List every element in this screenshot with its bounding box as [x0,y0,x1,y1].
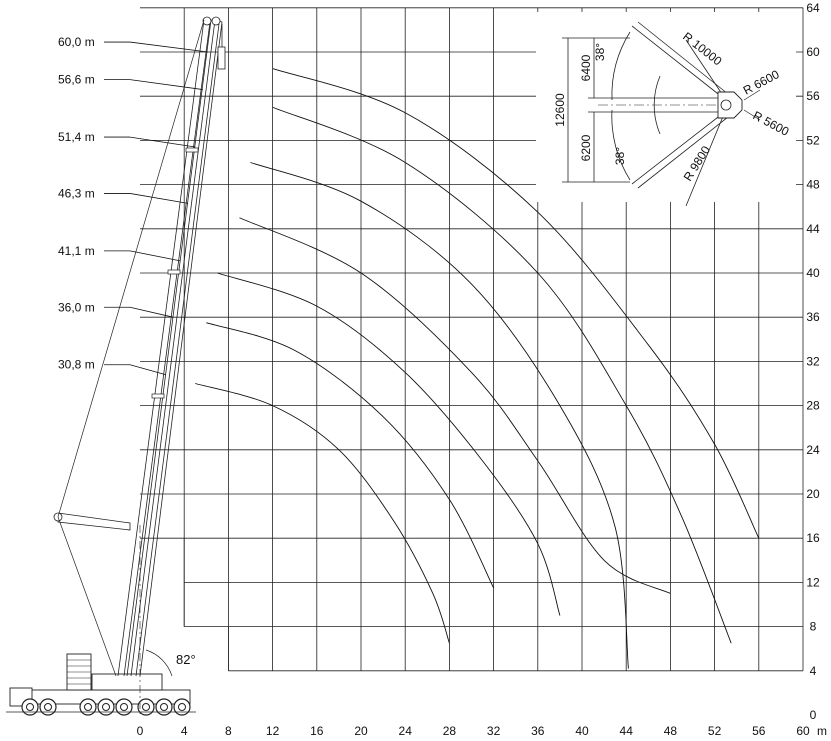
boom-length-leader-b-5 [129,306,174,318]
x-tick-label-10: 40 [575,724,589,738]
y-tick-label-3: 12 [806,575,820,589]
boom-length-label-1: 56,6 m [58,73,95,87]
x-tick-label-13: 52 [708,724,722,738]
y-tick-label-4: 16 [806,531,820,545]
boom-length-leader-b-4 [129,250,181,262]
y-tick-label-2: 8 [810,620,817,634]
boom-length-leader-b-6 [129,364,166,376]
luffing-strut [57,512,131,531]
inset-angle-upper: 38° [593,43,607,61]
y-tick-label-6: 24 [806,443,820,457]
y-tick-label-13: 52 [806,133,820,147]
x-tick-label-6: 24 [399,724,413,738]
y-tick-label-11: 44 [806,222,820,236]
inset-dimension-lower: 6200 [579,134,593,161]
wheel-hub-4 [120,703,128,711]
x-tick-label-3: 12 [266,724,280,738]
boom-length-labels: 60,0 m 56,6 m 51,4 m 46,3 m 41,1 m 36,0 m 30,8… [58,35,208,376]
wheel-hub-3 [102,703,110,711]
inset-dimension-upper: 6400 [579,54,593,81]
y-tick-label-10: 40 [806,266,820,280]
x-tick-label-11: 44 [620,724,634,738]
x-tick-label-1: 4 [181,724,188,738]
inset-radius-plan [536,12,796,207]
y-tick-label-15: 60 [806,45,820,59]
y-tick-label-9: 36 [806,310,820,324]
y-tick-label-0: 0 [810,708,817,722]
inset-angle-lower: 38° [613,147,627,165]
boom-angle-label: 82° [176,652,196,667]
x-tick-label-9: 36 [531,724,545,738]
x-tick-label-14: 56 [752,724,766,738]
wheel-hub-7 [178,703,186,711]
range-curve-2 [250,162,629,669]
boom-length-label-5: 36,0 m [58,300,95,314]
range-curve-0 [272,68,760,539]
working-range-curves [195,68,760,669]
superstructure [91,673,163,691]
x-axis-unit: m [817,724,827,738]
y-tick-label-1: 4 [810,664,817,678]
y-tick-label-8: 32 [806,354,820,368]
x-tick-label-4: 16 [310,724,324,738]
boom-length-leader-b-3 [129,193,189,204]
boom-length-label-6: 30,8 m [58,358,95,372]
wheel-hub-6 [160,703,168,711]
x-tick-label-12: 48 [664,724,678,738]
wheel-hub-2 [84,703,92,711]
y-tick-label-7: 28 [806,399,820,413]
x-tick-label-2: 8 [225,724,232,738]
range-curve-6 [195,383,450,644]
boom-length-label-3: 46,3 m [58,186,95,200]
wheel-hub-0 [26,703,34,711]
y-tick-label-14: 56 [806,89,820,103]
main-boom-inner [130,19,223,677]
x-tick-label-0: 0 [137,724,144,738]
inset-dimension-total: 12600 [553,93,567,127]
boom-length-leader-b-1 [129,79,203,90]
boom-length-label-0: 60,0 m [58,35,95,49]
range-curve-3 [239,217,671,594]
boom-length-label-4: 41,1 m [58,244,95,258]
wheel-hub-5 [142,703,150,711]
crane-wheels [21,698,191,716]
boom-length-leader-b-2 [129,136,196,148]
x-tick-label-15: 60 [796,724,810,738]
wheel-hub-1 [44,703,52,711]
boom-length-leader-b-0 [129,41,208,53]
range-curve-5 [206,322,495,589]
x-tick-label-8: 32 [487,724,501,738]
range-curve-1 [272,106,732,644]
crane-illustration [6,16,226,716]
x-tick-label-5: 20 [354,724,368,738]
y-tick-label-5: 20 [806,487,820,501]
y-tick-label-16: 64 [806,1,820,15]
x-tick-label-7: 28 [443,724,457,738]
boom-length-label-2: 51,4 m [58,130,95,144]
y-tick-label-12: 48 [806,178,820,192]
range-curve-4 [217,272,561,616]
